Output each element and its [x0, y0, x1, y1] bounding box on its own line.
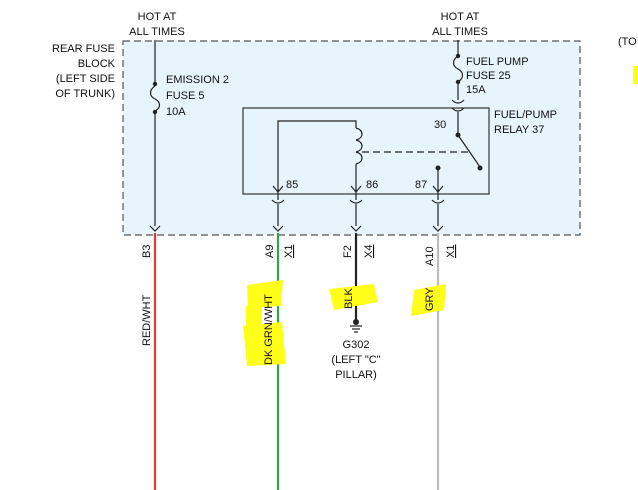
wire-label-dk-grn-wht: DK GRN/WHT	[263, 294, 275, 365]
connector-f2: F2	[342, 245, 354, 258]
emission-fuse-label-3: 10A	[166, 106, 186, 118]
fuel-pump-fuse-label-3: 15A	[466, 84, 486, 96]
relay-pin-30: 30	[434, 119, 446, 131]
hot-label-left-2: ALL TIMES	[129, 26, 185, 38]
ground-label-2: (LEFT "C"	[331, 354, 380, 366]
emission-fuse-label-1: EMISSION 2	[166, 74, 229, 86]
relay-pin-87: 87	[415, 179, 427, 191]
fuse-block-box	[122, 40, 581, 236]
fuse-block-line-2: BLOCK	[78, 58, 116, 70]
emission-fuse-label-2: FUSE 5	[166, 90, 205, 102]
emission-fuse-symbol	[149, 85, 161, 112]
relay-label-1: FUEL/PUMP	[494, 109, 557, 121]
connector-b3: B3	[141, 245, 153, 258]
connector-a9: A9	[264, 245, 276, 258]
hot-label-left-1: HOT AT	[138, 11, 177, 23]
fuel-pump-fuse-label-1: FUEL PUMP	[466, 56, 529, 68]
highlight-gry	[411, 284, 446, 316]
connector-a10: A10	[424, 246, 436, 266]
relay-pin-85: 85	[286, 179, 298, 191]
highlight-dk-grn-wht	[243, 280, 286, 366]
relay-label-2: RELAY 37	[494, 124, 544, 136]
relay-switch-arm	[457, 134, 481, 168]
relay-coil-symbol	[355, 127, 363, 165]
ground-label-1: G302	[343, 339, 370, 351]
wire-label-red-wht: RED/WHT	[141, 294, 153, 346]
fuse-block-line-3: (LEFT SIDE	[56, 73, 115, 85]
connector-a10-x: X1	[445, 245, 457, 258]
fuel-pump-fuse-label-2: FUSE 25	[466, 70, 511, 82]
fuse-block-line-4: OF TRUNK)	[55, 88, 115, 100]
connector-f2-x: X4	[363, 245, 375, 258]
fuel-pump-fuse-symbol	[452, 55, 464, 83]
connector-a9-x: X1	[283, 245, 295, 258]
fuse-block-line-1: REAR FUSE	[52, 43, 115, 55]
hot-label-right-1: HOT AT	[441, 11, 480, 23]
relay-pin-86: 86	[366, 179, 378, 191]
wire-label-blk: BLK	[343, 288, 355, 309]
wire-label-gry: GRY	[424, 287, 436, 311]
edge-highlight	[633, 66, 638, 84]
hot-label-right-2: ALL TIMES	[432, 26, 488, 38]
ground-label-3: PILLAR)	[335, 369, 377, 381]
edge-text: (TO	[618, 36, 637, 48]
relay-box	[242, 107, 490, 195]
highlight-blk	[329, 284, 378, 310]
